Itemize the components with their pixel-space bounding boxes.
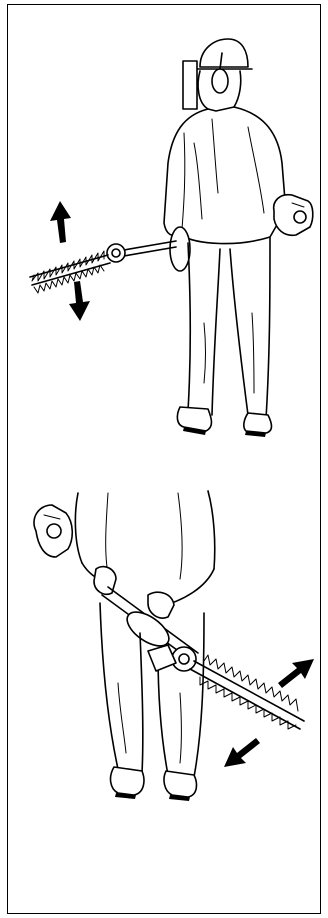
boot-icon bbox=[111, 767, 197, 801]
hedge-cutter-blade-icon bbox=[30, 251, 110, 293]
illustration-operator-low-cutting bbox=[8, 483, 322, 813]
gear-head-icon bbox=[148, 645, 196, 671]
boot-icon bbox=[177, 407, 271, 437]
hedge-cutter-blade-icon bbox=[190, 655, 304, 729]
operator-legs bbox=[188, 237, 270, 419]
arrow-up-right-icon bbox=[278, 659, 314, 688]
figure-top bbox=[8, 23, 322, 443]
engine-unit-icon bbox=[274, 195, 313, 236]
loop-handle bbox=[170, 227, 190, 271]
page-frame bbox=[7, 4, 321, 914]
drive-shaft bbox=[118, 241, 176, 251]
operator-torso bbox=[164, 107, 286, 244]
illustration-operator-side-cutting bbox=[8, 23, 322, 443]
arrow-down-icon bbox=[69, 281, 90, 321]
operator-torso bbox=[75, 491, 214, 579]
arrow-down-left-icon bbox=[224, 738, 260, 767]
engine-unit-icon bbox=[34, 505, 72, 557]
handle-grip-icon bbox=[94, 567, 174, 618]
arrow-up-icon bbox=[50, 201, 71, 243]
gear-head-icon bbox=[107, 244, 125, 262]
figure-bottom bbox=[8, 483, 322, 813]
ear-muffs-icon bbox=[212, 53, 228, 93]
